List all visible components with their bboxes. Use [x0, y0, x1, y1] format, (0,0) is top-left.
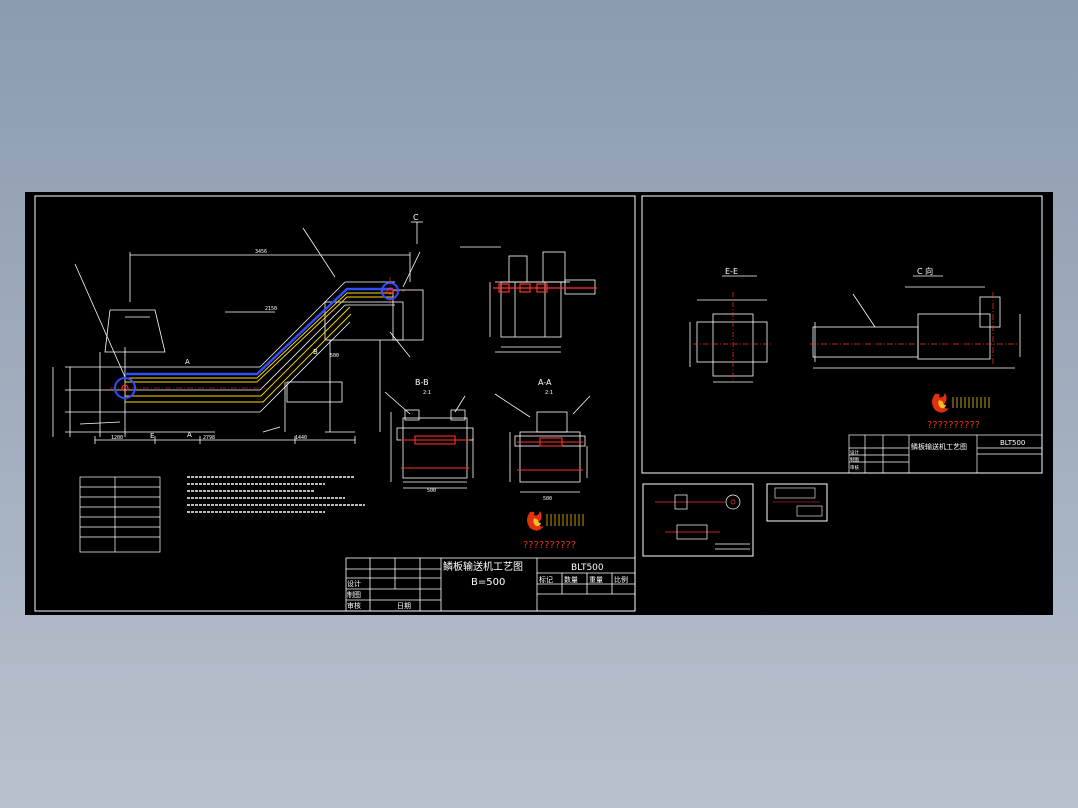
- model-left: BLT500: [571, 563, 604, 573]
- logo-flame-right: [932, 393, 990, 413]
- row-label-right-design: 设计: [850, 449, 859, 456]
- row-label-right-review: 审核: [850, 464, 859, 471]
- subtitle-left: B=500: [471, 577, 505, 588]
- logo-text-left: ??????????: [523, 540, 576, 551]
- spec-table: [79, 476, 161, 553]
- thumbnail-sheet-1[interactable]: [642, 483, 754, 557]
- row-label-design: 设计: [347, 579, 361, 588]
- arrow-a-label: A: [185, 358, 190, 366]
- section-aa-label: A-A: [538, 378, 552, 387]
- view-ee-centerline: [693, 292, 773, 382]
- section-aa-scale: 2:1: [545, 390, 553, 396]
- cad-canvas[interactable]: 3456 2150 1440 2798 1200 500 C A A B E B…: [25, 192, 1053, 615]
- logo-text-right: ??????????: [927, 420, 980, 431]
- centerlines: [110, 277, 405, 389]
- dim-500-aa: 500: [543, 496, 552, 502]
- dim-1200: 1200: [111, 435, 123, 441]
- thumbnail-sheet-2[interactable]: [766, 483, 828, 522]
- title-block-right: [848, 434, 1043, 474]
- section-aa-shaft: [517, 437, 583, 471]
- arrow-b-label: B: [313, 348, 318, 356]
- section-aa-view: [494, 393, 591, 493]
- title-right: 鳞板输送机工艺图: [911, 442, 967, 451]
- dim-1440: 1440: [295, 435, 307, 441]
- col-label-qty: 数量: [564, 575, 578, 584]
- dim-500-bb: 500: [427, 488, 436, 494]
- thumbnail-2-content: [773, 487, 823, 517]
- sheet-border-main: [34, 195, 636, 612]
- view-c-label: C 向: [917, 266, 933, 276]
- sheet-border-right: [641, 195, 1043, 474]
- col-label-weight: 重量: [589, 576, 603, 584]
- notes-lines: [187, 476, 365, 513]
- view-c-centerline: [810, 292, 1020, 364]
- chain-path: [114, 282, 399, 403]
- view-ee: [689, 275, 768, 383]
- section-bb-scale: 2:1: [423, 390, 431, 396]
- model-right: BLT500: [1000, 439, 1025, 447]
- section-bb-shaft: [401, 435, 469, 469]
- date-label: 日期: [397, 602, 411, 610]
- drive-side-view: [460, 246, 596, 353]
- cad-drawing-viewport[interactable]: 3456 2150 1440 2798 1200 500 C A A B E B…: [25, 192, 1053, 615]
- drive-shaft-red: [493, 283, 597, 293]
- thumbnail-1-content: [655, 494, 750, 550]
- row-label-right-draw: 制图: [850, 456, 859, 463]
- arrow-a-bottom: A: [187, 431, 192, 439]
- main-elevation-view: [52, 221, 424, 444]
- title-left: 鳞板输送机工艺图: [443, 560, 523, 573]
- dim-2150: 2150: [265, 306, 277, 312]
- dim-500-main: 500: [330, 353, 339, 359]
- arrow-c-label: C: [413, 213, 419, 222]
- row-label-review: 审核: [347, 601, 361, 610]
- dim-3456: 3456: [255, 249, 267, 255]
- section-bb-label: B-B: [415, 378, 429, 387]
- col-label-mark: 标记: [539, 575, 553, 584]
- arrow-e-label: E: [150, 432, 154, 440]
- view-c: [812, 275, 1021, 369]
- dim-2798: 2798: [203, 435, 215, 441]
- row-label-draw: 制图: [347, 590, 361, 599]
- col-label-scale: 比例: [614, 575, 628, 584]
- title-block-left: [345, 557, 636, 612]
- logo-flame-left: [527, 511, 584, 531]
- view-ee-label: E-E: [725, 267, 738, 276]
